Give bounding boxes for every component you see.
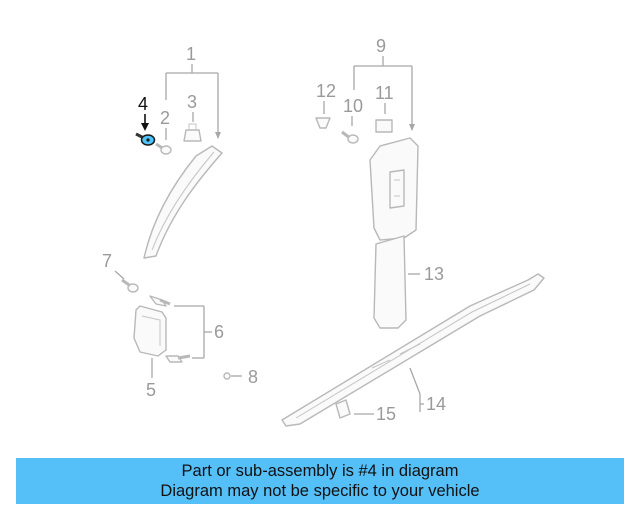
- callout-14: 14: [426, 394, 446, 414]
- part-11-clip: [375, 119, 393, 133]
- callout-3: 3: [187, 92, 197, 112]
- callout-group-1: 1: [165, 44, 221, 139]
- callout-2: 2: [160, 108, 170, 128]
- callout-12: 12: [316, 81, 336, 101]
- callout-13: 13: [424, 264, 444, 284]
- part-13-pillar-lower: [373, 235, 407, 329]
- parts-diagram: 1 4 2 3 7 5: [102, 36, 545, 427]
- part-9-pillar-upper: [369, 137, 419, 241]
- part-12-clip: [315, 117, 331, 129]
- banner-line-disclaimer: Diagram may not be specific to your vehi…: [160, 482, 480, 500]
- callout-11: 11: [375, 83, 394, 103]
- part-4-screw[interactable]: [135, 132, 156, 146]
- callout-6: 6: [214, 322, 224, 342]
- part-2-fastener: [155, 142, 172, 155]
- info-banner: Part or sub-assembly is #4 in diagram Di…: [16, 458, 624, 504]
- callout-7: 7: [102, 251, 112, 271]
- callout-1: 1: [186, 44, 196, 64]
- callout-5: 5: [146, 380, 156, 400]
- callout-4: 4: [138, 94, 148, 114]
- part-14-sill-plate: [281, 273, 545, 427]
- callout-15: 15: [376, 404, 396, 424]
- part-15-clip: [335, 399, 351, 419]
- part-7-screw: [121, 278, 139, 293]
- callout-8: 8: [248, 367, 258, 387]
- part-5-kick-panel: [133, 305, 167, 357]
- part-6-clips: [149, 295, 191, 363]
- part-1-pillar-trim: [143, 145, 223, 259]
- callout-10: 10: [343, 96, 363, 116]
- callout-9: 9: [376, 36, 386, 56]
- banner-line-part: Part or sub-assembly is #4 in diagram: [181, 462, 459, 480]
- part-3-clip: [183, 123, 202, 142]
- part-8-clip: [223, 372, 231, 380]
- part-10-screw: [341, 130, 359, 144]
